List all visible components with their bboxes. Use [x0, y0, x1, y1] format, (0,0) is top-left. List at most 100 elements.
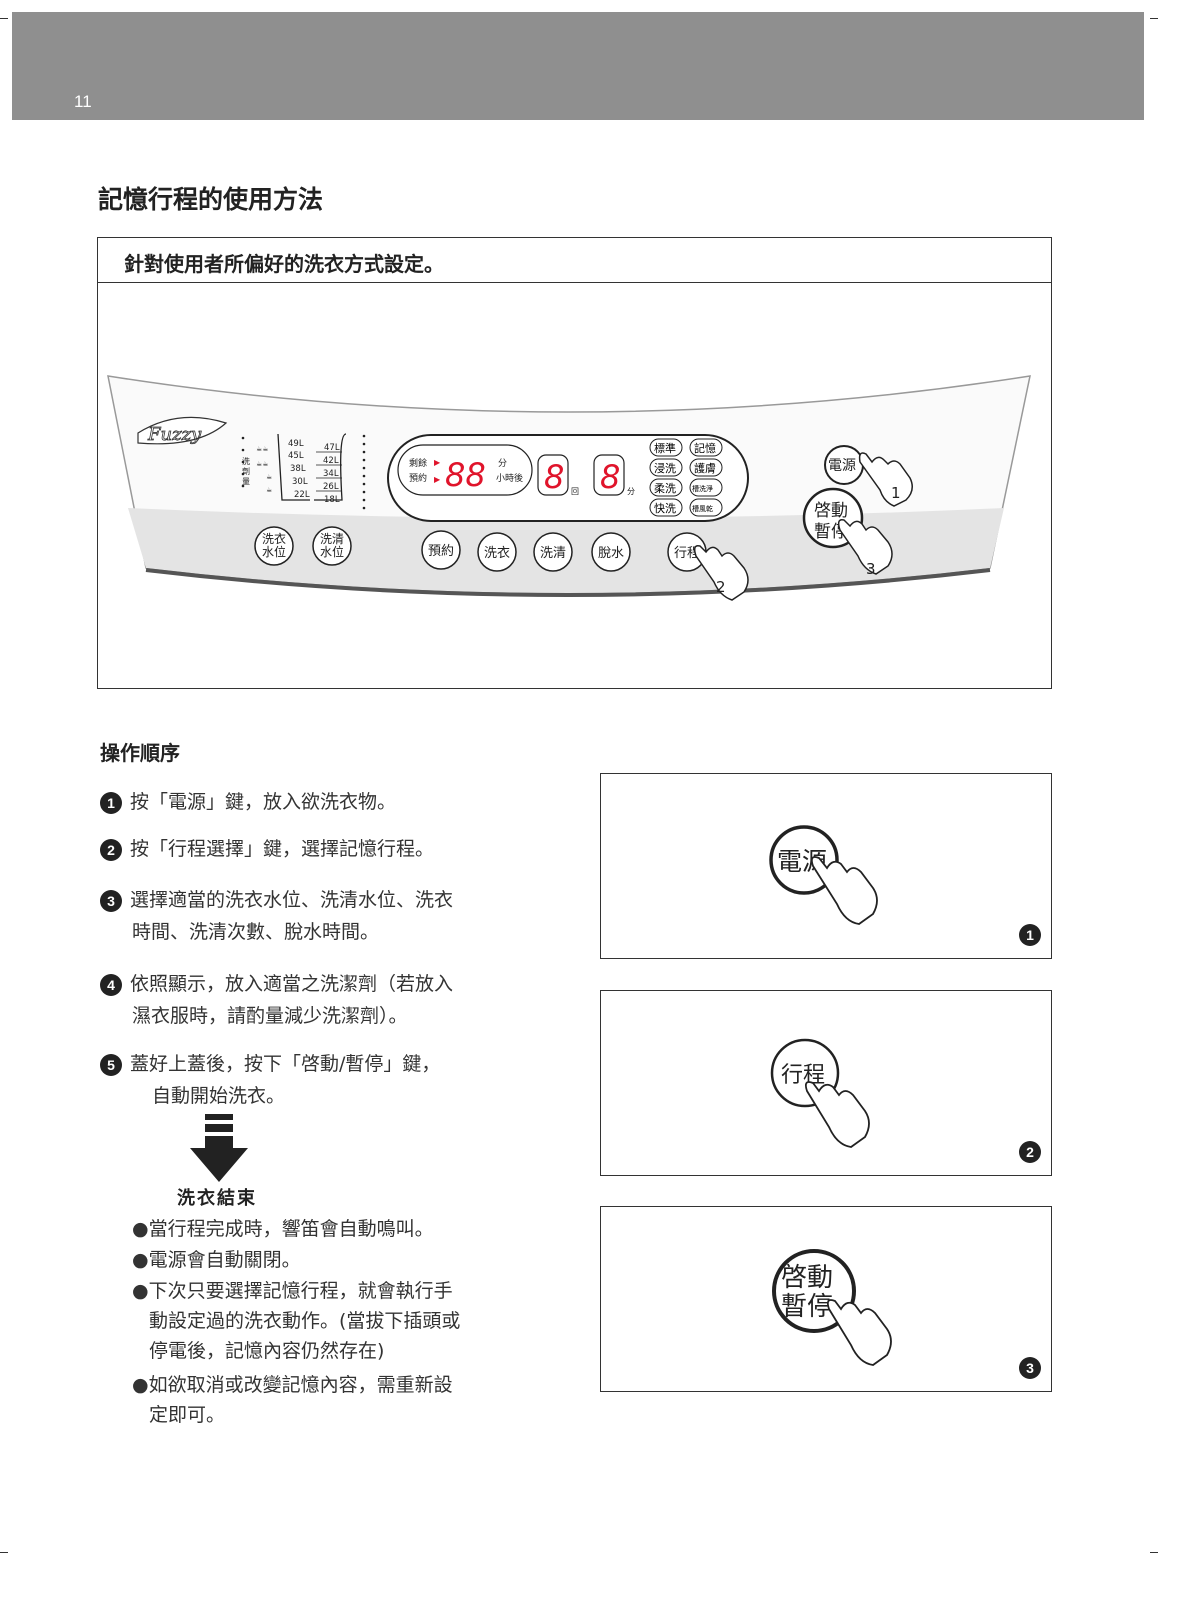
display-unit-hours: 小時後: [496, 472, 523, 484]
bullet-2: ●電源會自動關閉。: [132, 1245, 301, 1275]
step-text: 按「電源」鍵，放入欲洗衣物。: [130, 791, 397, 813]
display-unit-times: 回: [571, 487, 579, 496]
crop-mark: [1150, 18, 1158, 19]
callout-3: 3: [866, 560, 876, 578]
step-text: 按「行程選擇」鍵，選擇記憶行程。: [130, 838, 435, 860]
bullet-text: ●下次只要選擇記憶行程，就會執行手: [132, 1280, 453, 1302]
side-box-program: 行程 2: [600, 990, 1052, 1176]
bullet-1: ●當行程完成時，響笛會自動鳴叫。: [132, 1214, 434, 1244]
course-standard: 標準: [654, 441, 676, 455]
step-1: 1 按「電源」鍵，放入欲洗衣物。: [100, 786, 396, 818]
step-text-cont: 自動開始洗衣。: [152, 1085, 286, 1107]
bullet-text-cont: 動設定過的洗衣動作。(當拔下插頭或: [149, 1310, 461, 1332]
callout-1: 1: [891, 484, 901, 502]
water-left-3: 38L: [290, 464, 306, 474]
side-box-number: 3: [1019, 1357, 1041, 1379]
step-number: 1: [100, 791, 122, 814]
water-level-scale: 洗 劑 量 ☕☕ ☕☕ ☕ ☕ 49L 45L 38L 30L 22L 47L …: [241, 433, 366, 510]
callout-2: 2: [716, 578, 726, 596]
display-unit-min: 分: [498, 458, 507, 469]
step-text-cont: 時間、洗清次數、脫水時間。: [132, 921, 380, 943]
control-panel-illustration: Fuzzy 洗 劑 量 ☕☕ ☕☕ ☕ ☕ 49L 45L 38L 30L 22…: [107, 375, 1031, 601]
crop-mark: [0, 18, 8, 19]
display-spin-digit: 8: [600, 458, 620, 496]
water-right-3: 34L: [323, 469, 339, 479]
detergent-cup-icon: ☕: [266, 473, 272, 481]
course-memory: 記憶: [694, 441, 716, 455]
side-button-label: 啓動: [781, 1263, 833, 1293]
step-text: 蓋好上蓋後，按下「啓動/暫停」鍵，: [130, 1053, 441, 1075]
svg-text:洗衣: 洗衣: [262, 531, 286, 546]
down-arrow-icon: [190, 1114, 248, 1182]
rinse-level-button[interactable]: 洗清 水位: [312, 526, 352, 566]
water-left-4: 30L: [292, 477, 308, 487]
water-right-4: 26L: [323, 482, 339, 492]
pointing-hand-icon: [693, 544, 749, 601]
pointing-hand-icon: [804, 1081, 870, 1148]
svg-text:洗衣: 洗衣: [484, 545, 510, 561]
display-main-digits: 88: [445, 456, 486, 494]
bullet-text-cont: 定即可。: [149, 1404, 226, 1426]
water-left-2: 45L: [288, 451, 304, 461]
detergent-cup-icon: ☕: [266, 486, 272, 494]
panel-caption: 針對使用者所偏好的洗衣方式設定。: [124, 252, 444, 276]
side-box-number: 1: [1019, 924, 1041, 946]
pointing-hand-icon: [837, 518, 893, 575]
rinse-button[interactable]: 洗清: [533, 532, 573, 572]
display-remaining-label: 剩餘: [409, 457, 427, 469]
svg-text:脫水: 脫水: [598, 546, 624, 561]
crop-mark: [1150, 1552, 1158, 1553]
step-number: 3: [100, 889, 122, 912]
side-box-start-pause: 啓動 暫停 3: [600, 1206, 1052, 1392]
course-soak: 浸洗: [654, 462, 676, 475]
pointing-hand-icon: [858, 452, 913, 507]
reserve-button[interactable]: 預約: [421, 530, 461, 570]
course-quick: 快洗: [654, 502, 676, 515]
program-button[interactable]: 行程: [667, 532, 707, 572]
display-unit-min2: 分: [627, 487, 635, 496]
indicator-arrow-icon: ▶: [434, 458, 441, 467]
bullet-text: ●如欲取消或改變記憶內容，需重新設: [132, 1374, 453, 1396]
svg-text:啓動: 啓動: [814, 501, 848, 521]
svg-text:行程: 行程: [674, 546, 700, 561]
logo-text: Fuzzy: [147, 424, 202, 445]
course-skin-care: 護膚: [694, 461, 716, 475]
svg-text:洗清: 洗清: [540, 546, 566, 561]
course-tub-clean: 槽洗淨: [692, 484, 713, 493]
step-number: 4: [100, 973, 122, 996]
water-right-5: 18L: [324, 495, 340, 505]
crop-mark: [0, 1552, 8, 1553]
side-button-label: 暫停: [781, 1292, 833, 1322]
step-text: 依照顯示，放入適當之洗潔劑（若放入: [130, 973, 454, 995]
panel-caption-bar: 針對使用者所偏好的洗衣方式設定。: [98, 238, 1051, 283]
bullet-text: ●電源會自動關閉。: [132, 1249, 301, 1271]
step-number: 5: [100, 1053, 122, 1076]
svg-text:水位: 水位: [320, 544, 344, 559]
course-tub-dry: 槽風乾: [692, 504, 713, 513]
course-gentle: 柔洗: [654, 482, 676, 495]
wash-button[interactable]: 洗衣: [477, 532, 517, 572]
pointing-hand-icon: [810, 856, 878, 925]
side-button-label: 行程: [781, 1063, 825, 1088]
spin-button[interactable]: 脫水: [591, 532, 631, 572]
water-right-2: 42L: [323, 456, 339, 466]
detergent-cup-icon: ☕☕: [256, 460, 269, 468]
wash-level-button[interactable]: 洗衣 水位: [254, 526, 294, 566]
water-left-5: 22L: [294, 490, 310, 500]
svg-text:水位: 水位: [262, 544, 286, 559]
side-box-power: 電源 1: [600, 773, 1052, 959]
bullet-text: ●當行程完成時，響笛會自動鳴叫。: [132, 1218, 434, 1240]
svg-text:電源: 電源: [828, 458, 856, 474]
water-left-1: 49L: [288, 439, 304, 449]
detergent-label-2: 劑: [242, 466, 250, 476]
page-title: 記憶行程的使用方法: [98, 185, 324, 214]
display-area: 剩餘 預約 ▶ ▶ 88 分 小時後 8 回 8 分 標準 記憶 浸洗 護膚 柔…: [387, 434, 749, 522]
power-button[interactable]: 電源: [824, 445, 864, 485]
panel-illustration-box: 針對使用者所偏好的洗衣方式設定。 Fuzzy 洗 劑 量 ☕☕ ☕☕ ☕ ☕ 4…: [97, 237, 1052, 689]
bullet-4: ●如欲取消或改變記憶內容，需重新設 定即可。: [132, 1370, 453, 1430]
wash-end-label: 洗衣結束: [177, 1188, 257, 1209]
svg-text:預約: 預約: [428, 544, 454, 559]
svg-text:洗清: 洗清: [320, 532, 344, 546]
steps-title: 操作順序: [100, 741, 180, 765]
